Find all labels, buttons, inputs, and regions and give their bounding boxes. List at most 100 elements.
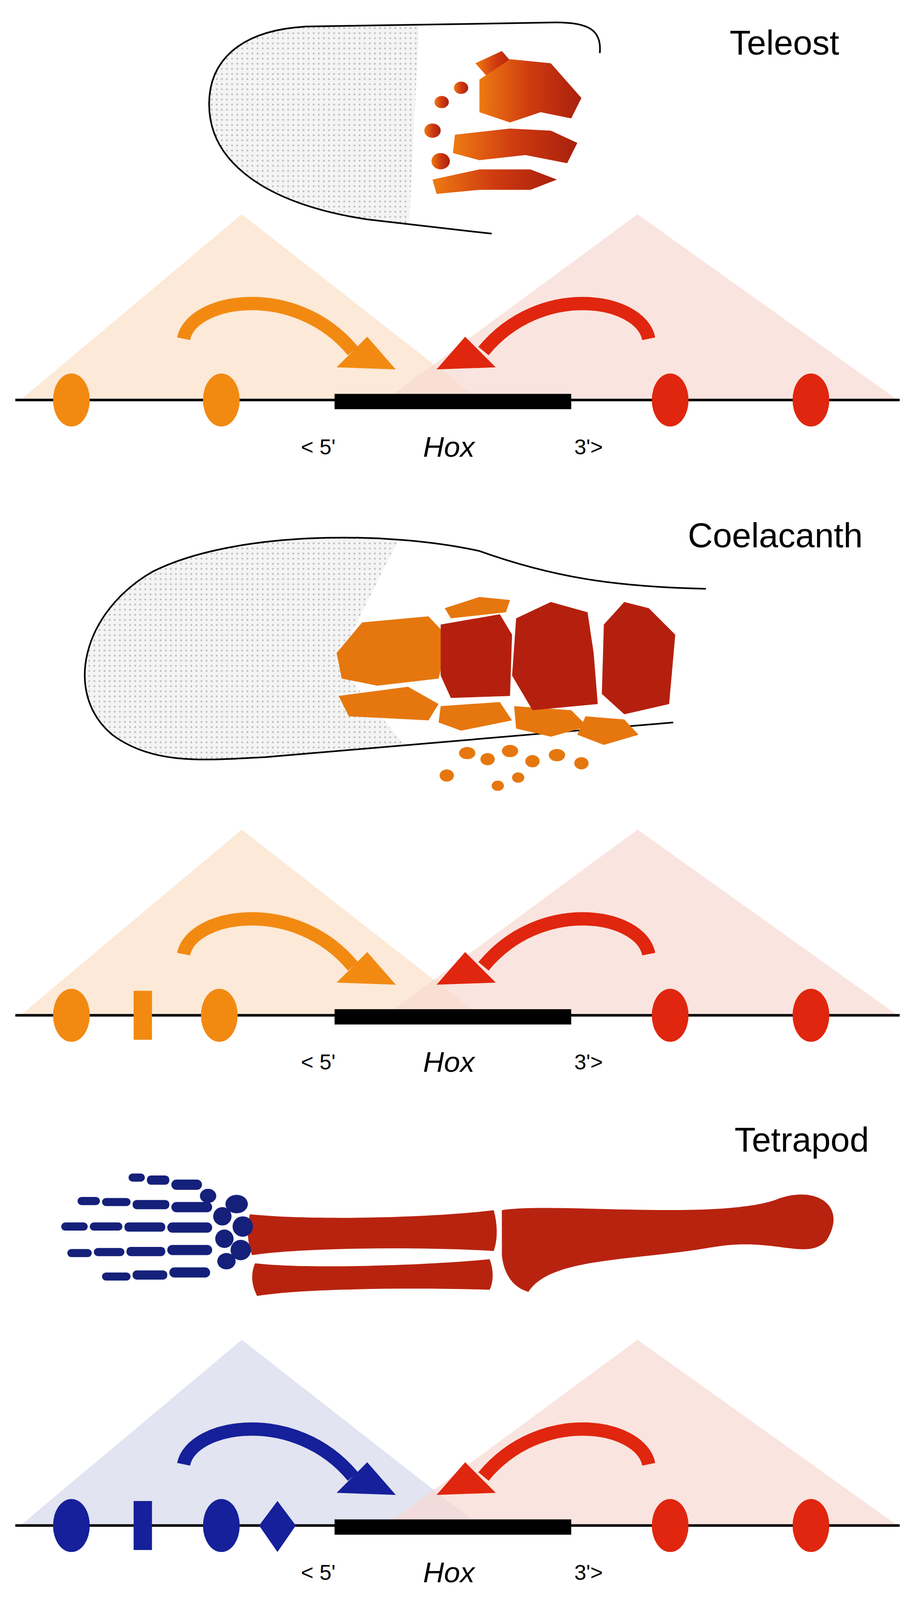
gene-locus xyxy=(183,919,396,986)
fin-bones xyxy=(432,169,557,194)
gene-locus xyxy=(385,1340,898,1527)
tetrapod-limb xyxy=(132,1200,170,1210)
tetrapod-limb xyxy=(252,1259,493,1297)
teleost-fin xyxy=(183,0,421,245)
gene-locus xyxy=(133,1501,152,1551)
gene-locus xyxy=(15,1340,900,1553)
fin-bones xyxy=(338,686,439,721)
tetrapod-limb xyxy=(132,1270,168,1280)
gene-locus xyxy=(336,1462,397,1496)
tetrapod-limb xyxy=(171,1202,213,1213)
tetrapod-limb xyxy=(128,1173,145,1182)
fin-bones xyxy=(424,50,582,194)
fin-bones xyxy=(440,614,512,698)
gene-locus xyxy=(15,214,900,427)
gene-locus xyxy=(53,373,91,427)
tetrapod-limb xyxy=(171,1179,203,1191)
fin-bones xyxy=(438,702,512,731)
tetrapod-limb xyxy=(61,1173,254,1281)
gene-locus xyxy=(53,1499,91,1553)
fin-bones xyxy=(453,128,578,164)
gene-locus xyxy=(334,1009,572,1025)
fin-bones xyxy=(548,749,566,762)
fin-bones xyxy=(511,602,598,711)
coelacanth-fin xyxy=(0,510,706,786)
end-label: 3'> xyxy=(574,435,603,460)
fin-bones xyxy=(577,716,639,746)
gene-locus xyxy=(20,829,480,1016)
gene-locus xyxy=(385,829,898,1016)
fin-bones xyxy=(479,59,582,123)
tetrapod-limb xyxy=(101,1272,131,1281)
gene-locus xyxy=(203,1499,241,1553)
fin-bones xyxy=(336,616,449,687)
fin-bones xyxy=(454,81,469,94)
fin-bones xyxy=(434,95,449,108)
tetrapod-limb xyxy=(146,1175,170,1186)
tetrapod-limb xyxy=(89,1222,123,1231)
coelacanth-fin xyxy=(84,537,706,760)
tetrapod-limb xyxy=(67,1249,92,1257)
gene-locus xyxy=(20,214,480,401)
panel-title: Teleost xyxy=(729,23,839,62)
gene-locus xyxy=(259,1501,297,1553)
tetrapod-limb xyxy=(213,1207,232,1226)
tetrapod-limb xyxy=(169,1267,211,1279)
gene-locus xyxy=(334,1519,572,1535)
gene-locus xyxy=(792,1499,830,1553)
tetrapod-limb xyxy=(199,1188,217,1204)
fin-bones xyxy=(336,596,676,791)
fin-bones xyxy=(440,602,675,715)
tetrapod-limb xyxy=(248,1194,834,1297)
gene-locus xyxy=(792,373,830,427)
tetrapod-limb xyxy=(232,1216,254,1237)
tetrapod-limb xyxy=(167,1222,213,1234)
fin-bones xyxy=(601,602,675,715)
tetrapod-limb xyxy=(61,1173,834,1297)
tetrapod-limb xyxy=(217,1253,236,1270)
gene-locus xyxy=(436,303,649,370)
gene-locus xyxy=(651,373,689,427)
tetrapod-limb xyxy=(93,1248,125,1257)
gene-locus xyxy=(334,393,572,410)
panel-title: Tetrapod xyxy=(734,1121,869,1159)
fin-bones xyxy=(514,706,588,738)
tetrapod-limb xyxy=(101,1198,131,1207)
fin-bones xyxy=(501,745,519,758)
panel-title: Coelacanth xyxy=(687,516,863,555)
fin-bones xyxy=(511,772,525,783)
gene-locus xyxy=(53,988,91,1043)
fin-bones xyxy=(424,123,441,138)
fin-bones xyxy=(439,769,455,782)
gene-locus xyxy=(133,991,152,1041)
tetrapod-limb xyxy=(124,1222,165,1233)
end-label: 3'> xyxy=(574,1050,603,1075)
end-label: < 5' xyxy=(300,1561,336,1585)
fin-bones xyxy=(431,153,450,170)
gene-locus xyxy=(20,1340,480,1527)
fin-bones xyxy=(459,746,476,760)
fin-bones xyxy=(525,755,540,768)
gene-locus xyxy=(792,988,830,1043)
gene-locus xyxy=(183,303,396,370)
teleost-fin xyxy=(209,22,601,234)
gene-locus xyxy=(183,1429,354,1477)
teleost-fin xyxy=(183,0,600,245)
fin-bones xyxy=(336,596,639,791)
gene-locus xyxy=(651,1499,689,1553)
fin-bones xyxy=(574,757,589,770)
teleost-fin xyxy=(183,0,421,245)
fin-bones xyxy=(491,780,505,791)
gene-locus xyxy=(15,829,900,1042)
gene-locus xyxy=(436,1429,649,1496)
gene-locus xyxy=(203,373,241,427)
gene-locus xyxy=(200,988,238,1043)
gene-locus xyxy=(651,988,689,1043)
gene-cluster-label: Hox xyxy=(423,1046,475,1079)
tetrapod-limb xyxy=(215,1229,234,1249)
gene-cluster-label: Hox xyxy=(423,431,475,463)
gene-locus xyxy=(385,214,898,401)
tetrapod-limb xyxy=(77,1197,100,1206)
tetrapod-limb xyxy=(501,1194,834,1293)
